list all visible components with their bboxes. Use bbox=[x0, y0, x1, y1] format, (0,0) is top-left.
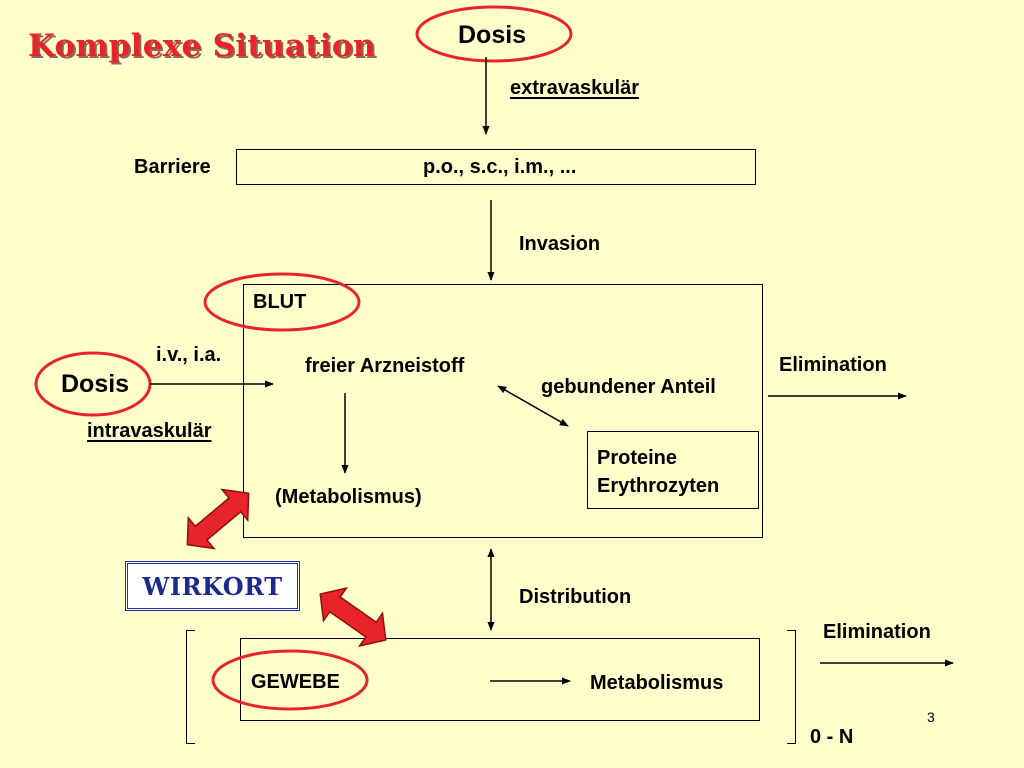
elimination-blood-label: Elimination bbox=[779, 354, 887, 376]
tissue-bracket-left bbox=[186, 630, 195, 744]
intravaskular-label: intravaskulär bbox=[87, 420, 212, 442]
dosis-left-label: Dosis bbox=[61, 370, 130, 398]
page-number: 3 bbox=[927, 709, 935, 725]
slide-title: Komplexe Situation bbox=[28, 28, 376, 64]
metabolismus-tissue-label: Metabolismus bbox=[590, 672, 724, 694]
barrier-box bbox=[236, 149, 756, 185]
wirkort-box: WIRKORT bbox=[125, 561, 300, 611]
invasion-label: Invasion bbox=[519, 233, 601, 255]
protein-box bbox=[587, 431, 759, 509]
blood-compartment-box bbox=[243, 284, 763, 538]
elimination-tissue-label: Elimination bbox=[823, 621, 931, 643]
dosis-top-label: Dosis bbox=[458, 21, 527, 49]
metabolismus-blood-label: (Metabolismus) bbox=[275, 486, 422, 508]
proteine-label: Proteine bbox=[597, 447, 678, 469]
freier-arzneistoff-label: freier Arzneistoff bbox=[305, 355, 465, 377]
blut-label: BLUT bbox=[253, 291, 307, 313]
gebundener-anteil-label: gebundener Anteil bbox=[541, 376, 716, 398]
gewebe-label: GEWEBE bbox=[251, 671, 340, 693]
barriere-label: Barriere bbox=[134, 156, 211, 178]
distribution-label: Distribution bbox=[519, 586, 632, 608]
erythrozyten-label: Erythrozyten bbox=[597, 475, 720, 497]
barrier-routes-label: p.o., s.c., i.m., ... bbox=[423, 156, 577, 178]
extravaskular-label: extravaskulär bbox=[510, 77, 639, 99]
iv-ia-label: i.v., i.a. bbox=[156, 344, 222, 366]
compartments-label: 0 - N bbox=[810, 726, 854, 748]
tissue-bracket-right bbox=[787, 630, 796, 744]
